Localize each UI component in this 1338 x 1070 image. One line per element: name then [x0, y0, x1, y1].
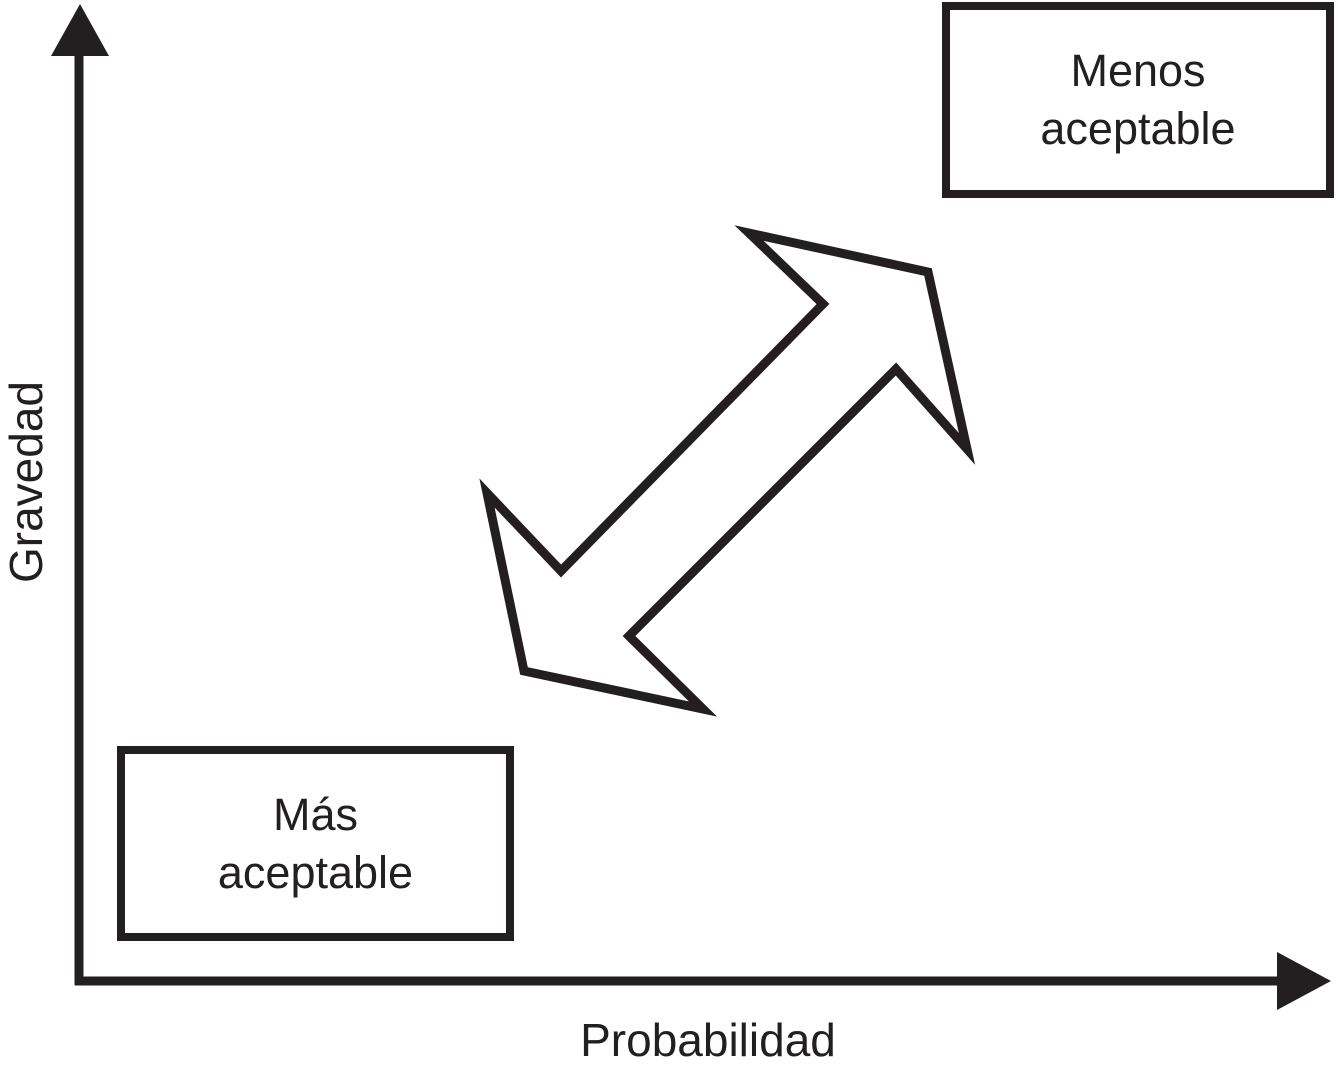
x-axis-arrowhead-icon — [1277, 952, 1331, 1010]
y-axis-label: Gravedad — [0, 380, 52, 584]
box-label-line: Más — [272, 788, 358, 840]
box-label-line: aceptable — [1040, 103, 1236, 154]
mas-aceptable-box: Más aceptable — [117, 746, 514, 941]
x-axis-label: Probabilidad — [580, 1014, 836, 1066]
menos-aceptable-box: Menos aceptable — [942, 2, 1334, 198]
y-axis-arrowhead-icon — [51, 4, 109, 56]
box-label-line: aceptable — [217, 846, 414, 898]
box-label-line: Menos — [1070, 45, 1206, 96]
double-diagonal-arrow-icon — [479, 225, 976, 717]
